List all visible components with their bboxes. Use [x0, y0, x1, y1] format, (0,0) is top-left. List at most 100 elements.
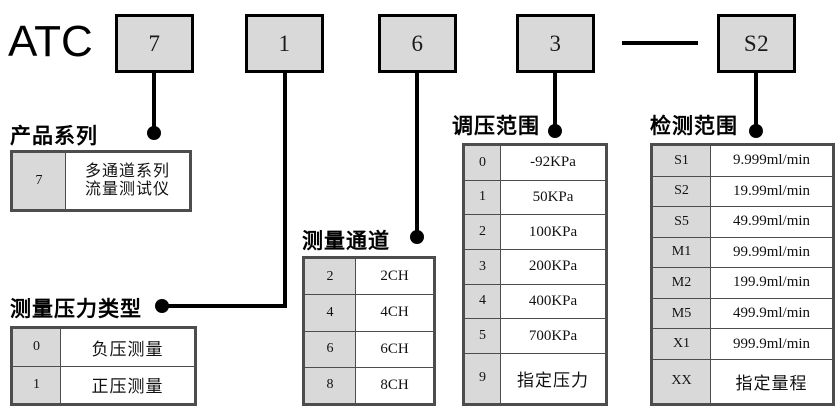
- cell-key: 7: [12, 152, 66, 210]
- cell-value: 19.99ml/min: [710, 175, 833, 208]
- cell-key: S2: [652, 175, 711, 208]
- cell-key: 4: [464, 283, 501, 320]
- table-row: 5 700KPa: [464, 318, 606, 354]
- table-row: S2 19.99ml/min: [652, 175, 833, 208]
- table-row: 4 400KPa: [464, 283, 606, 320]
- cell-value-line2: 流量测试仪: [84, 181, 170, 198]
- code-box-pressure-type-value: 1: [278, 30, 291, 56]
- cell-value: 200KPa: [500, 248, 606, 285]
- table-row: S5 49.99ml/min: [652, 206, 833, 238]
- heading-product-series: 产品系列: [10, 124, 98, 148]
- code-box-series[interactable]: 7: [115, 14, 194, 73]
- table-row: M2 199.9ml/min: [652, 267, 833, 299]
- cell-key: 1: [464, 179, 501, 216]
- cell-key: 2: [304, 257, 356, 296]
- table-detect-range: S1 9.999ml/min S2 19.99ml/min S5 49.99ml…: [650, 143, 835, 406]
- table-row: S1 9.999ml/min: [652, 145, 833, 177]
- heading-detect-range: 检测范围: [650, 114, 738, 138]
- connector-channel-dot: [410, 230, 424, 244]
- cell-key: S1: [652, 145, 711, 177]
- table-row: 9 指定压力: [464, 352, 606, 405]
- code-box-detect-range-value: S2: [743, 30, 770, 56]
- cell-value: 99.99ml/min: [710, 236, 833, 269]
- cell-key: XX: [652, 358, 711, 405]
- cell-value: 999.9ml/min: [710, 328, 833, 360]
- cell-value: 400KPa: [500, 283, 606, 320]
- connector-pressure-range-vline: [553, 72, 557, 130]
- cell-value: 正压测量: [60, 365, 195, 404]
- cell-value: 199.9ml/min: [710, 267, 833, 299]
- separator-dash: [622, 41, 698, 45]
- cell-value: -92KPa: [500, 145, 606, 181]
- table-row: 1 正压测量: [12, 365, 195, 404]
- cell-value: 8CH: [355, 366, 434, 405]
- table-pressure-range: 0 -92KPa 1 50KPa 2 100KPa 3 200KPa 4 400…: [462, 143, 608, 406]
- code-box-channel-value: 6: [411, 30, 424, 56]
- code-box-pressure-type[interactable]: 1: [245, 14, 324, 73]
- table-row: XX 指定量程: [652, 358, 833, 405]
- cell-value: 负压测量: [60, 328, 195, 367]
- table-row: X1 999.9ml/min: [652, 328, 833, 360]
- cell-value: 多通道系列 流量测试仪: [65, 152, 190, 210]
- table-row: 2 100KPa: [464, 214, 606, 250]
- cell-value: 指定量程: [710, 358, 833, 405]
- cell-value: 9.999ml/min: [710, 145, 833, 177]
- table-row: 4 4CH: [304, 294, 434, 332]
- cell-value: 49.99ml/min: [710, 206, 833, 238]
- cell-value: 4CH: [355, 294, 434, 332]
- table-pressure-type: 0 负压测量 1 正压测量: [10, 326, 197, 406]
- connector-detect-range-vline: [754, 72, 758, 130]
- code-box-detect-range[interactable]: S2: [717, 14, 796, 73]
- connector-detect-range-dot: [749, 124, 763, 138]
- table-row: M5 499.9ml/min: [652, 297, 833, 330]
- cell-key: 4: [304, 294, 356, 332]
- cell-key: 1: [12, 365, 61, 404]
- cell-key: M2: [652, 267, 711, 299]
- table-row: 0 负压测量: [12, 328, 195, 367]
- code-box-pressure-range-value: 3: [549, 30, 562, 56]
- cell-value: 499.9ml/min: [710, 297, 833, 330]
- code-box-channel[interactable]: 6: [378, 14, 457, 73]
- code-box-series-value: 7: [148, 30, 161, 56]
- table-row: 3 200KPa: [464, 248, 606, 285]
- connector-series-dot: [147, 126, 161, 140]
- connector-pressure-range-dot: [548, 124, 562, 138]
- connector-pressure-type-hline: [160, 304, 287, 308]
- cell-key: S5: [652, 206, 711, 238]
- table-row: 1 50KPa: [464, 179, 606, 216]
- cell-key: 2: [464, 214, 501, 250]
- connector-pressure-type-vline: [283, 72, 287, 306]
- cell-key: 0: [464, 145, 501, 181]
- heading-measure-channel: 测量通道: [302, 229, 390, 253]
- cell-key: M1: [652, 236, 711, 269]
- table-row: M1 99.99ml/min: [652, 236, 833, 269]
- table-row: 6 6CH: [304, 330, 434, 368]
- table-product-series: 7 多通道系列 流量测试仪: [10, 150, 192, 212]
- cell-value-line1: 多通道系列: [84, 162, 170, 180]
- cell-value: 50KPa: [500, 179, 606, 216]
- cell-value: 100KPa: [500, 214, 606, 250]
- table-row: 7 多通道系列 流量测试仪: [12, 152, 190, 210]
- heading-pressure-range: 调压范围: [452, 114, 540, 138]
- cell-value: 700KPa: [500, 318, 606, 354]
- cell-key: 3: [464, 248, 501, 285]
- cell-value: 2CH: [355, 257, 434, 296]
- connector-channel-vline: [415, 72, 419, 237]
- heading-pressure-type: 测量压力类型: [10, 297, 142, 321]
- cell-key: M5: [652, 297, 711, 330]
- cell-key: 0: [12, 328, 61, 367]
- table-row: 8 8CH: [304, 366, 434, 405]
- connector-series-vline: [152, 72, 156, 132]
- brand-label: ATC: [8, 17, 93, 66]
- table-row: 2 2CH: [304, 257, 434, 296]
- cell-key: 9: [464, 352, 501, 405]
- cell-key: 6: [304, 330, 356, 368]
- cell-value: 指定压力: [500, 352, 606, 405]
- cell-key: X1: [652, 328, 711, 360]
- table-row: 0 -92KPa: [464, 145, 606, 181]
- connector-pressure-type-dot: [155, 299, 169, 313]
- cell-key: 8: [304, 366, 356, 405]
- code-box-pressure-range[interactable]: 3: [516, 14, 595, 73]
- table-measure-channel: 2 2CH 4 4CH 6 6CH 8 8CH: [302, 256, 436, 406]
